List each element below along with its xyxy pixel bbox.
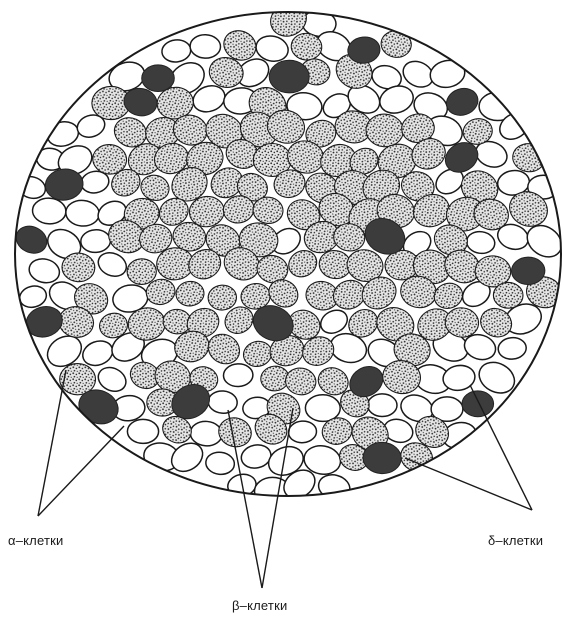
alpha-cell — [465, 230, 496, 255]
beta-cell — [431, 280, 466, 312]
beta-cells-label: β–клетки — [232, 598, 287, 613]
delta-cell — [269, 60, 309, 93]
alpha-cell — [223, 363, 253, 387]
alpha-cell — [428, 57, 467, 90]
alpha-cell — [32, 197, 67, 225]
delta-cell — [443, 84, 482, 119]
delta-cell — [23, 302, 66, 341]
alpha-cell — [95, 249, 130, 281]
beta-cell — [283, 366, 318, 397]
alpha-cell — [161, 38, 192, 63]
beta-cell — [127, 258, 157, 284]
beta-cell — [493, 282, 523, 308]
alpha-cell — [317, 306, 352, 338]
delta-cell — [362, 442, 402, 475]
alpha-cell — [27, 256, 62, 286]
delta-cells-label: δ–клетки — [488, 533, 543, 548]
alpha-cell — [239, 442, 273, 471]
beta-cell — [207, 284, 237, 311]
beta-cell — [365, 113, 405, 148]
alpha-cell — [127, 419, 158, 443]
delta-pointer-line — [470, 385, 532, 510]
alpha-pointer-line — [38, 426, 124, 516]
delta-cell — [511, 257, 545, 285]
delta-cell — [142, 65, 175, 92]
delta-pointer-line — [405, 458, 532, 510]
beta-cell — [175, 280, 206, 308]
alpha-cell — [207, 390, 238, 414]
alpha-cells-label: α–клетки — [8, 533, 63, 548]
alpha-cell — [497, 336, 527, 360]
alpha-cell — [80, 229, 111, 253]
alpha-cell — [368, 394, 398, 417]
alpha-cell — [288, 420, 318, 444]
delta-cell — [462, 391, 494, 417]
alpha-cell — [65, 199, 101, 228]
alpha-cell — [316, 472, 353, 503]
alpha-cell — [190, 34, 221, 59]
beta-cell — [379, 29, 413, 60]
beta-cell — [511, 142, 547, 174]
alpha-cell — [205, 451, 236, 476]
cell-layer — [12, 0, 564, 505]
alpha-pointer-line — [38, 370, 66, 516]
alpha-cell — [16, 174, 48, 202]
